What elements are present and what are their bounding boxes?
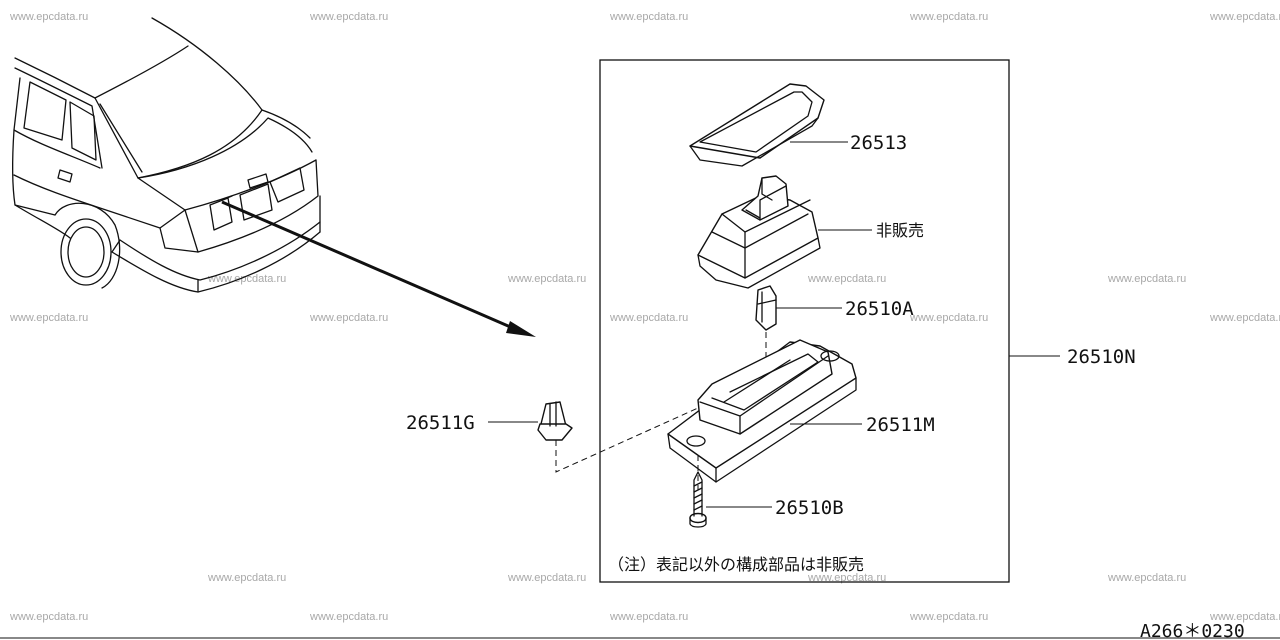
- alignment-lines: [555, 332, 767, 490]
- watermark: www.epcdata.ru: [610, 312, 689, 324]
- watermark: www.epcdata.ru: [310, 312, 389, 324]
- bulb-part: [755, 285, 842, 331]
- label-base: 26511M: [866, 414, 935, 436]
- label-housing: 非販売: [876, 221, 924, 240]
- label-clip: 26511G: [406, 412, 475, 434]
- location-arrow: [221, 195, 536, 337]
- housing-part: [697, 175, 872, 289]
- watermark: www.epcdata.ru: [1108, 273, 1187, 285]
- watermark: www.epcdata.ru: [10, 611, 89, 623]
- lens-part: [689, 83, 848, 167]
- base-part: [667, 339, 862, 483]
- watermark: www.epcdata.ru: [610, 11, 689, 23]
- watermark: www.epcdata.ru: [10, 11, 89, 23]
- footnote: （注）表記以外の構成部品は非販売: [608, 555, 864, 574]
- watermark: www.epcdata.ru: [10, 312, 89, 324]
- watermark: www.epcdata.ru: [910, 611, 989, 623]
- diagram-code: A266＊0230: [1140, 621, 1245, 640]
- watermark: www.epcdata.ru: [508, 273, 587, 285]
- label-screw: 26510B: [775, 497, 844, 519]
- watermark: www.epcdata.ru: [910, 312, 989, 324]
- watermark: www.epcdata.ru: [1108, 572, 1187, 584]
- watermark: www.epcdata.ru: [508, 572, 587, 584]
- label-assembly: 26510N: [1067, 346, 1136, 368]
- watermark: www.epcdata.ru: [310, 11, 389, 23]
- watermark: www.epcdata.ru: [808, 273, 887, 285]
- watermark: www.epcdata.ru: [1210, 11, 1280, 23]
- watermark: www.epcdata.ru: [910, 11, 989, 23]
- label-bulb: 26510A: [845, 298, 914, 320]
- label-lens: 26513: [850, 132, 907, 154]
- car-illustration: [11, 17, 321, 293]
- screw-part: [689, 471, 772, 528]
- watermark: www.epcdata.ru: [610, 611, 689, 623]
- assembly-frame: [599, 59, 1010, 583]
- watermark: www.epcdata.ru: [310, 611, 389, 623]
- watermark: www.epcdata.ru: [208, 273, 287, 285]
- watermark: www.epcdata.ru: [1210, 611, 1280, 623]
- watermark: www.epcdata.ru: [208, 572, 287, 584]
- watermark: www.epcdata.ru: [808, 572, 887, 584]
- clip-part: [488, 401, 573, 441]
- watermark: www.epcdata.ru: [1210, 312, 1280, 324]
